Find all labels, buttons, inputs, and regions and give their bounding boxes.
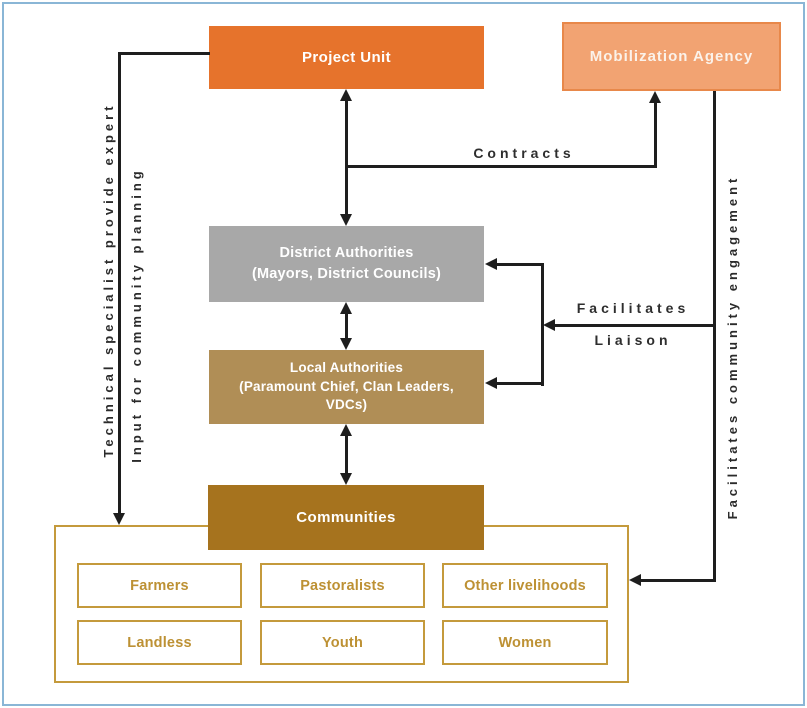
local-authorities-subtitle: (Paramount Chief, Clan Leaders, — [239, 378, 454, 394]
arrowhead-left-down-icon — [113, 513, 125, 525]
mobilization-agency-box: Mobilization Agency — [562, 22, 781, 91]
connector-left-vertical — [118, 52, 121, 514]
connector-bracket-vertical — [541, 263, 544, 386]
connector-bracket-top — [496, 263, 544, 266]
connector-contracts-horizontal — [345, 165, 656, 168]
group-label-youth: Youth — [322, 634, 363, 651]
facilitates-label: Facilitates — [576, 300, 690, 316]
right-note: Facilitates community engagement — [725, 174, 740, 520]
group-box-other-livelihoods: Other livelihoods — [442, 563, 608, 608]
arrowhead-local-left-icon — [485, 377, 497, 389]
arrowhead-local-up-icon — [340, 424, 352, 436]
connector-contracts-vertical — [654, 102, 657, 168]
connector-right-horizontal — [640, 579, 716, 582]
arrowhead-project-up-icon — [340, 89, 352, 101]
district-authorities-title: District Authorities — [279, 244, 414, 261]
district-authorities-subtitle: (Mayors, District Councils) — [251, 266, 442, 282]
arrowhead-container-left-icon — [629, 574, 641, 586]
connector-right-vertical — [713, 91, 716, 582]
arrowhead-local-down-icon — [340, 338, 352, 350]
arrowhead-liaison-left-icon — [543, 319, 555, 331]
group-label-other-livelihoods: Other livelihoods — [464, 577, 586, 594]
group-label-pastoralists: Pastoralists — [300, 577, 385, 594]
mobilization-agency-label: Mobilization Agency — [589, 48, 754, 65]
group-label-landless: Landless — [127, 634, 192, 651]
group-label-farmers: Farmers — [130, 577, 189, 594]
communities-box: Communities — [208, 485, 484, 550]
connector-bracket-bottom — [496, 382, 544, 385]
local-authorities-title: Local Authorities — [289, 359, 404, 375]
communities-label: Communities — [296, 509, 396, 526]
group-box-farmers: Farmers — [77, 563, 242, 608]
left-note-line2: Input for community planning — [129, 167, 144, 463]
connector-left-horizontal — [118, 52, 210, 55]
arrowhead-district-down-icon — [340, 214, 352, 226]
connector-liaison-horizontal — [552, 324, 715, 327]
connector-district-local — [345, 313, 348, 339]
arrowhead-mobilization-up-icon — [649, 91, 661, 103]
liaison-label: Liaison — [594, 332, 672, 348]
arrowhead-district-left-icon — [485, 258, 497, 270]
local-authorities-box: Local Authorities (Paramount Chief, Clan… — [209, 350, 484, 424]
group-box-landless: Landless — [77, 620, 242, 665]
group-box-women: Women — [442, 620, 608, 665]
group-label-women: Women — [498, 634, 552, 651]
group-box-youth: Youth — [260, 620, 425, 665]
group-box-pastoralists: Pastoralists — [260, 563, 425, 608]
connector-local-communities — [345, 435, 348, 474]
connector-project-district — [345, 100, 348, 215]
arrowhead-communities-down-icon — [340, 473, 352, 485]
arrowhead-district-up-icon — [340, 302, 352, 314]
district-authorities-box: District Authorities (Mayors, District C… — [209, 226, 484, 302]
project-unit-box: Project Unit — [209, 26, 484, 89]
left-note-line1: Technical specialist provide expert — [101, 102, 116, 458]
contracts-label: Contracts — [473, 145, 575, 161]
project-unit-label: Project Unit — [302, 49, 391, 66]
local-authorities-subtitle2: VDCs) — [325, 397, 368, 413]
